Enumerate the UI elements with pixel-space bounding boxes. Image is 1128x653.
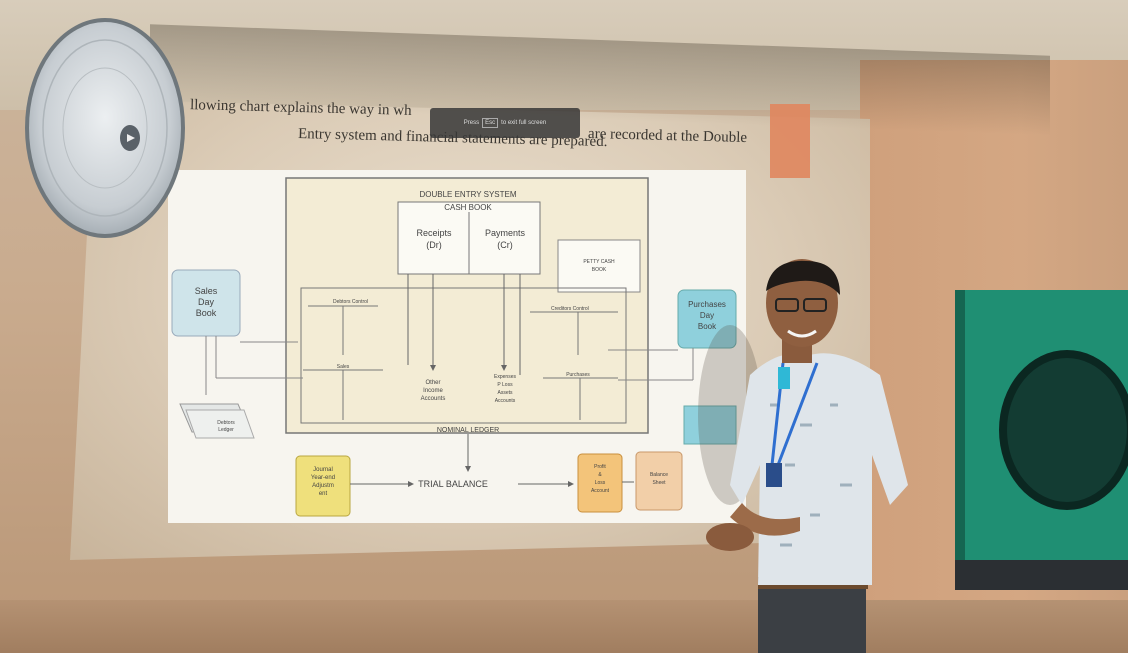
purchases-day-book-line-3: Book	[698, 322, 717, 331]
petty-cash-book: BOOK	[592, 267, 607, 273]
expenses-line-1: Expenses	[494, 374, 516, 380]
profit-loss-line-1: Profit	[594, 464, 606, 470]
journal-line-3: Adjustm	[312, 483, 334, 489]
debtors-ledger-line-1: Debtors	[217, 420, 235, 426]
orange-light-patch	[770, 104, 810, 178]
toast-suffix: to exit full screen	[501, 120, 547, 126]
double-entry-diagram: DOUBLE ENTRY SYSTEM CASH BOOK Receipts (…	[168, 170, 746, 523]
sales-label: Sales	[337, 364, 350, 370]
balance-sheet-line-2: Sheet	[652, 480, 666, 486]
other-income-line-3: Accounts	[421, 396, 446, 402]
expenses-line-2: P Loss	[497, 382, 513, 388]
creditors-control-label: Creditors Control	[551, 306, 589, 312]
cash-book-title: CASH BOOK	[444, 203, 492, 212]
profit-loss-line-3: Loss	[595, 480, 606, 486]
receipts-dr: (Dr)	[426, 240, 442, 250]
purchases-day-book-line-2: Day	[700, 311, 714, 320]
fan-icon	[25, 18, 185, 238]
nominal-ledger-label: NOMINAL LEDGER	[437, 427, 499, 434]
payments-cr: (Cr)	[497, 240, 513, 250]
petty-cash-label: PETTY CASH	[583, 259, 615, 265]
profit-loss-line-4: Account	[591, 488, 610, 494]
profit-loss-box	[577, 453, 623, 513]
expenses-line-3: Assets	[497, 390, 513, 396]
balance-sheet-box	[635, 451, 683, 511]
profit-loss-line-2: &	[598, 472, 602, 478]
petty-cash-box	[557, 239, 641, 293]
fullscreen-exit-toast: Press Esc to exit full screen	[430, 108, 580, 138]
creditors-ledger-stack	[683, 405, 737, 445]
receipts-label: Receipts	[416, 228, 452, 238]
journal-line-2: Year-end	[311, 475, 335, 481]
journal-line-4: ent	[319, 491, 328, 497]
presenter-icon	[698, 259, 908, 653]
balance-sheet-line-1: Balance	[650, 472, 668, 478]
lower-wall	[0, 600, 1128, 653]
expenses-line-4: Accounts	[495, 398, 516, 404]
ledger-box	[300, 287, 627, 424]
journal-line-1: Journal	[313, 467, 333, 473]
diagram-drawing: DOUBLE ENTRY SYSTEM CASH BOOK Receipts (…	[171, 177, 737, 517]
sales-day-book-line-2: Day	[198, 297, 215, 307]
trial-balance-label: TRIAL BALANCE	[418, 479, 488, 489]
debtors-ledger-line-2: Ledger	[218, 427, 234, 433]
purchases-label: Purchases	[566, 372, 590, 378]
other-income-line-1: Other	[425, 380, 440, 386]
sales-day-book-line-3: Book	[196, 308, 217, 318]
purchases-day-book-line-1: Purchases	[688, 300, 726, 309]
purchases-day-book-box	[677, 289, 737, 349]
debtors-control-label: Debtors Control	[333, 299, 368, 305]
journal-box	[295, 455, 351, 517]
payments-label: Payments	[485, 228, 526, 238]
system-title: DOUBLE ENTRY SYSTEM	[419, 190, 516, 199]
air-cooler-icon	[955, 290, 1128, 590]
other-income-line-2: Income	[423, 388, 443, 394]
toast-prefix: Press	[463, 120, 480, 126]
esc-key-badge: Esc	[482, 118, 499, 128]
sales-day-book-line-1: Sales	[195, 286, 218, 296]
